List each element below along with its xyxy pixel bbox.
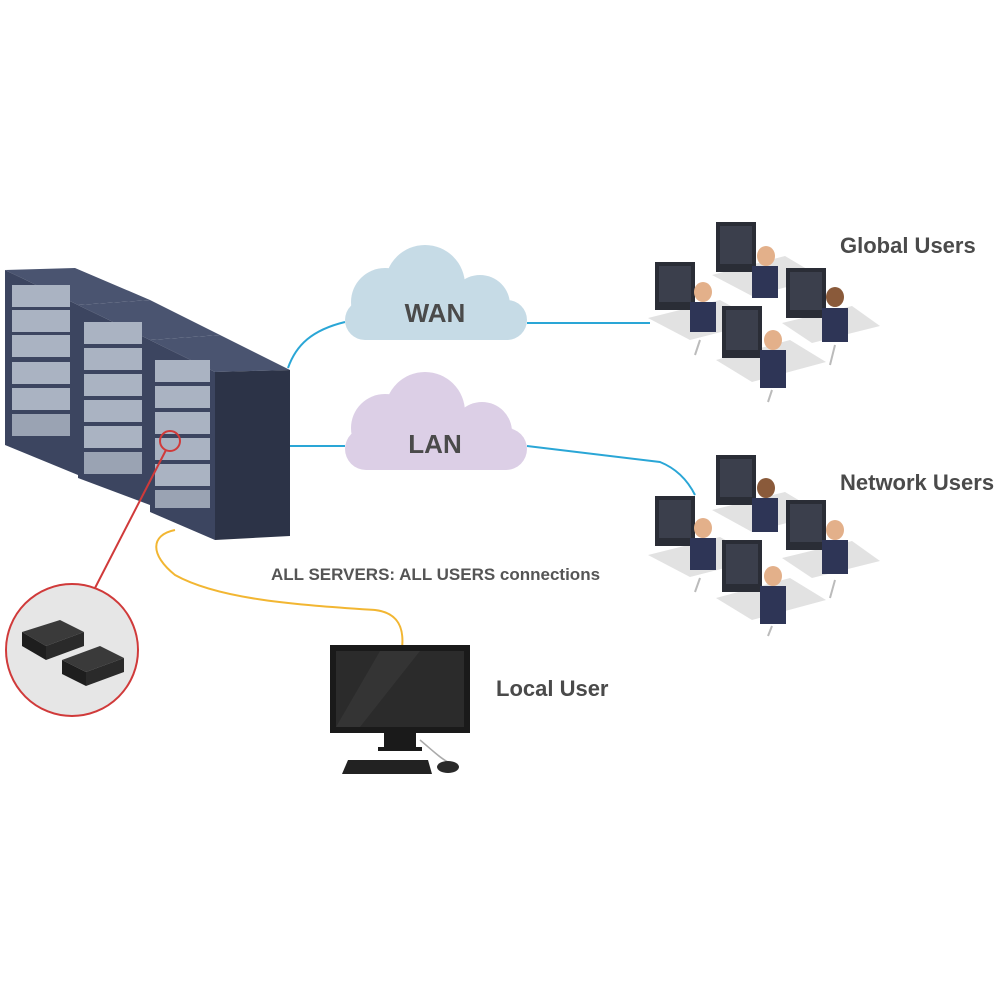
network-cables [287,321,696,496]
workstation-icon [782,268,880,366]
server-racks [5,268,290,540]
lan-cloud: LAN [345,372,527,470]
monitor-icon [330,645,470,751]
server-rack-icon [78,300,220,505]
local-user-cable [155,529,404,649]
wan-cable-left [287,321,346,369]
workstation-icon [716,306,826,403]
connection-label: ALL SERVERS: ALL USERS connections [271,565,601,584]
lan-cable-right [526,445,696,496]
server-rack-icon [150,335,290,540]
kvm-extender-icon [22,620,124,686]
local-user-computer [330,645,470,774]
workstation-icon [712,222,822,298]
keyboard-icon [342,760,432,774]
wan-label: WAN [405,298,466,328]
workstation-icon [782,500,880,599]
cloud-icon [345,245,527,340]
network-users-cluster [648,455,880,637]
cloud-icon [345,372,527,470]
local-user-label: Local User [496,676,609,701]
kvm-callout [5,430,181,717]
mouse-icon [437,761,459,773]
peripheral-cable [419,739,449,763]
network-users-label: Network Users [840,470,995,495]
global-users-cluster [648,222,880,403]
wan-cloud: WAN [345,245,527,340]
server-rack-icon [5,268,150,475]
workstation-icon [716,540,826,637]
global-users-label: Global Users [840,233,976,258]
lan-label: LAN [408,429,461,459]
